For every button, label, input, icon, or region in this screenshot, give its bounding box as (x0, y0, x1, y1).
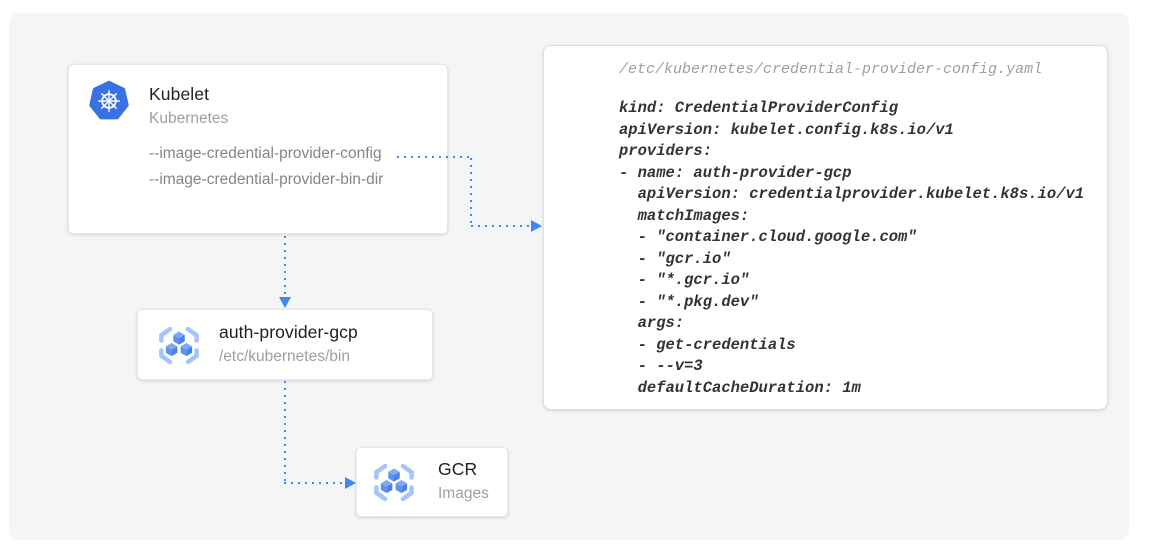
connector-auth-to-gcr-segment (284, 381, 286, 482)
container-registry-icon (159, 326, 199, 365)
arrowhead-to-gcr-icon (345, 477, 356, 489)
flag-image-credential-provider-bin-dir: --image-credential-provider-bin-dir (149, 171, 384, 188)
connector-config-to-panel-segment (397, 156, 471, 158)
arrowhead-to-panel-icon (531, 220, 542, 232)
auth-provider-path: /etc/kubernetes/bin (219, 348, 350, 365)
gcr-title: GCR (438, 459, 478, 479)
kubelet-title: Kubelet (149, 84, 210, 104)
kubernetes-icon (89, 80, 129, 120)
kubelet-subtitle: Kubernetes (149, 110, 229, 127)
node-kubelet: Kubelet Kubernetes --image-credential-pr… (68, 64, 448, 234)
container-registry-icon (374, 463, 414, 502)
auth-provider-title: auth-provider-gcp (219, 322, 358, 342)
credential-provider-config-panel: /etc/kubernetes/credential-provider-conf… (543, 45, 1108, 410)
connector-kubelet-to-auth-segment (284, 236, 286, 297)
config-yaml-content: kind: CredentialProviderConfig apiVersio… (619, 99, 1085, 397)
connector-config-to-panel-segment (470, 158, 472, 226)
gcr-subtitle: Images (438, 485, 489, 502)
connector-config-to-panel-segment (471, 225, 531, 227)
node-auth-provider-gcp: auth-provider-gcp /etc/kubernetes/bin (137, 309, 433, 380)
arrowhead-to-auth-icon (279, 297, 291, 308)
flag-image-credential-provider-config: --image-credential-provider-config (149, 145, 382, 162)
connector-auth-to-gcr-segment (284, 482, 345, 484)
diagram-canvas: Kubelet Kubernetes --image-credential-pr… (9, 13, 1129, 540)
node-gcr: GCR Images (356, 447, 508, 517)
config-filename: /etc/kubernetes/credential-provider-conf… (619, 61, 1043, 78)
kubelet-flags: --image-credential-provider-config --ima… (149, 141, 383, 193)
